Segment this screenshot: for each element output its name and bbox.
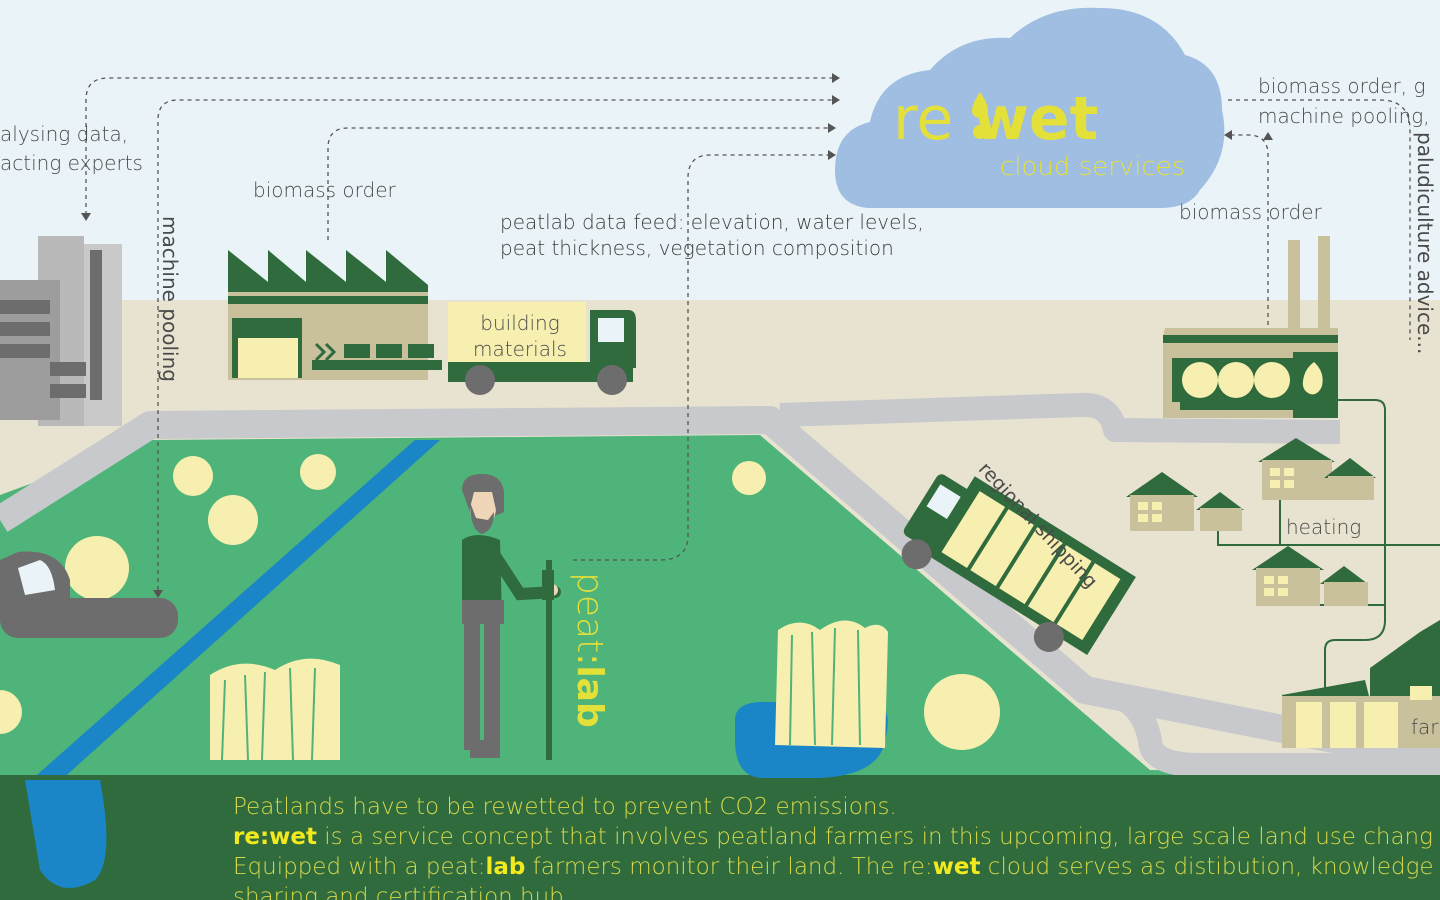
- paludiculture-label: paludiculture advice...: [1413, 132, 1437, 355]
- factory-building: [228, 250, 442, 380]
- truck: [448, 302, 636, 395]
- arrow-peatlab-cloud: [573, 154, 828, 561]
- house-group-2: [1126, 472, 1244, 531]
- rewet-logo: re:wet: [893, 84, 1098, 154]
- footer-description: Peatlands have to be rewetted to prevent…: [233, 792, 1434, 900]
- peatlab-word: lab: [569, 665, 610, 728]
- power-plant: [1163, 236, 1338, 418]
- building-materials-label: building materials: [470, 311, 570, 362]
- building-line-2: materials: [473, 337, 567, 361]
- arrow-experts-cloud: [85, 77, 832, 215]
- data-center-building: [0, 236, 122, 426]
- building-line-1: building: [480, 311, 560, 335]
- footer-line-4: sharing and certification hub.: [233, 884, 572, 900]
- peatlab-prefix: peat: [569, 572, 610, 654]
- logo-word: wet: [973, 84, 1099, 154]
- cloud-subtitle: cloud services: [1000, 152, 1186, 182]
- main-road: [0, 406, 1440, 774]
- right-line-1: biomass order, g: [1258, 74, 1426, 98]
- analysing-line-1: alysing data,: [0, 122, 129, 146]
- biomass-order-left-label: biomass order: [253, 178, 396, 202]
- arrow-cloud-right: [1228, 99, 1411, 340]
- analysing-line-2: acting experts: [0, 151, 143, 175]
- side-road: [779, 392, 1341, 444]
- harvester-machine: [0, 551, 178, 638]
- biomass-order-right-label: biomass order: [1179, 200, 1322, 224]
- farm-road: [1084, 678, 1440, 777]
- canal-outlet: [25, 780, 107, 888]
- reed-right: [775, 620, 888, 748]
- footer-line-2: re:wet is a service concept that involve…: [233, 822, 1434, 852]
- peatlab-separator: :: [569, 653, 610, 666]
- footer-line-2-text: is a service concept that involves peatl…: [316, 824, 1433, 850]
- sky: [0, 0, 1440, 320]
- cloud-shape: [835, 7, 1225, 208]
- logo-prefix: re: [893, 84, 954, 154]
- footer-lab-bold: lab: [485, 854, 526, 880]
- footer-line-3: Equipped with a peat:lab farmers monitor…: [233, 852, 1434, 882]
- footer-wet-bold: wet: [932, 854, 981, 880]
- heating-label: heating: [1286, 515, 1362, 539]
- arrowheads: [81, 73, 1273, 598]
- footer-line-3-b: farmers monitor their land. The re:: [525, 854, 933, 880]
- machine-pooling-label: machine pooling: [158, 216, 182, 382]
- right-services-label: biomass order, g machine pooling,: [1258, 74, 1430, 129]
- hay-bales: [0, 454, 1000, 750]
- right-line-2: machine pooling,: [1258, 104, 1430, 128]
- footer-line-3-c: cloud serves as distibution, knowledge: [980, 854, 1434, 880]
- logo-separator: :: [953, 84, 973, 154]
- data-feed-line-1: peatlab data feed: elevation, water leve…: [500, 210, 924, 234]
- farm-label: far: [1411, 715, 1439, 739]
- farm-building: [1282, 620, 1440, 748]
- analysing-label: alysing data, acting experts: [0, 122, 143, 176]
- house-group-3: [1252, 546, 1368, 606]
- footer-line-1: Peatlands have to be rewetted to prevent…: [233, 794, 897, 820]
- house-group-1: [1258, 438, 1376, 500]
- data-feed-label: peatlab data feed: elevation, water leve…: [500, 210, 924, 261]
- ground-strip: [0, 775, 1440, 900]
- data-feed-line-2: peat thickness, vegetation composition: [500, 236, 894, 260]
- canal: [20, 440, 440, 790]
- footer-line-3-a: Equipped with a peat:: [233, 854, 486, 880]
- peatlab-logo: peat:lab: [569, 572, 610, 728]
- farmer-figure: [462, 474, 561, 760]
- reed-left: [210, 658, 340, 761]
- shipping-van: [901, 474, 1136, 655]
- footer-rewet-bold: re:wet: [233, 824, 317, 850]
- droplet-icon: [972, 92, 988, 139]
